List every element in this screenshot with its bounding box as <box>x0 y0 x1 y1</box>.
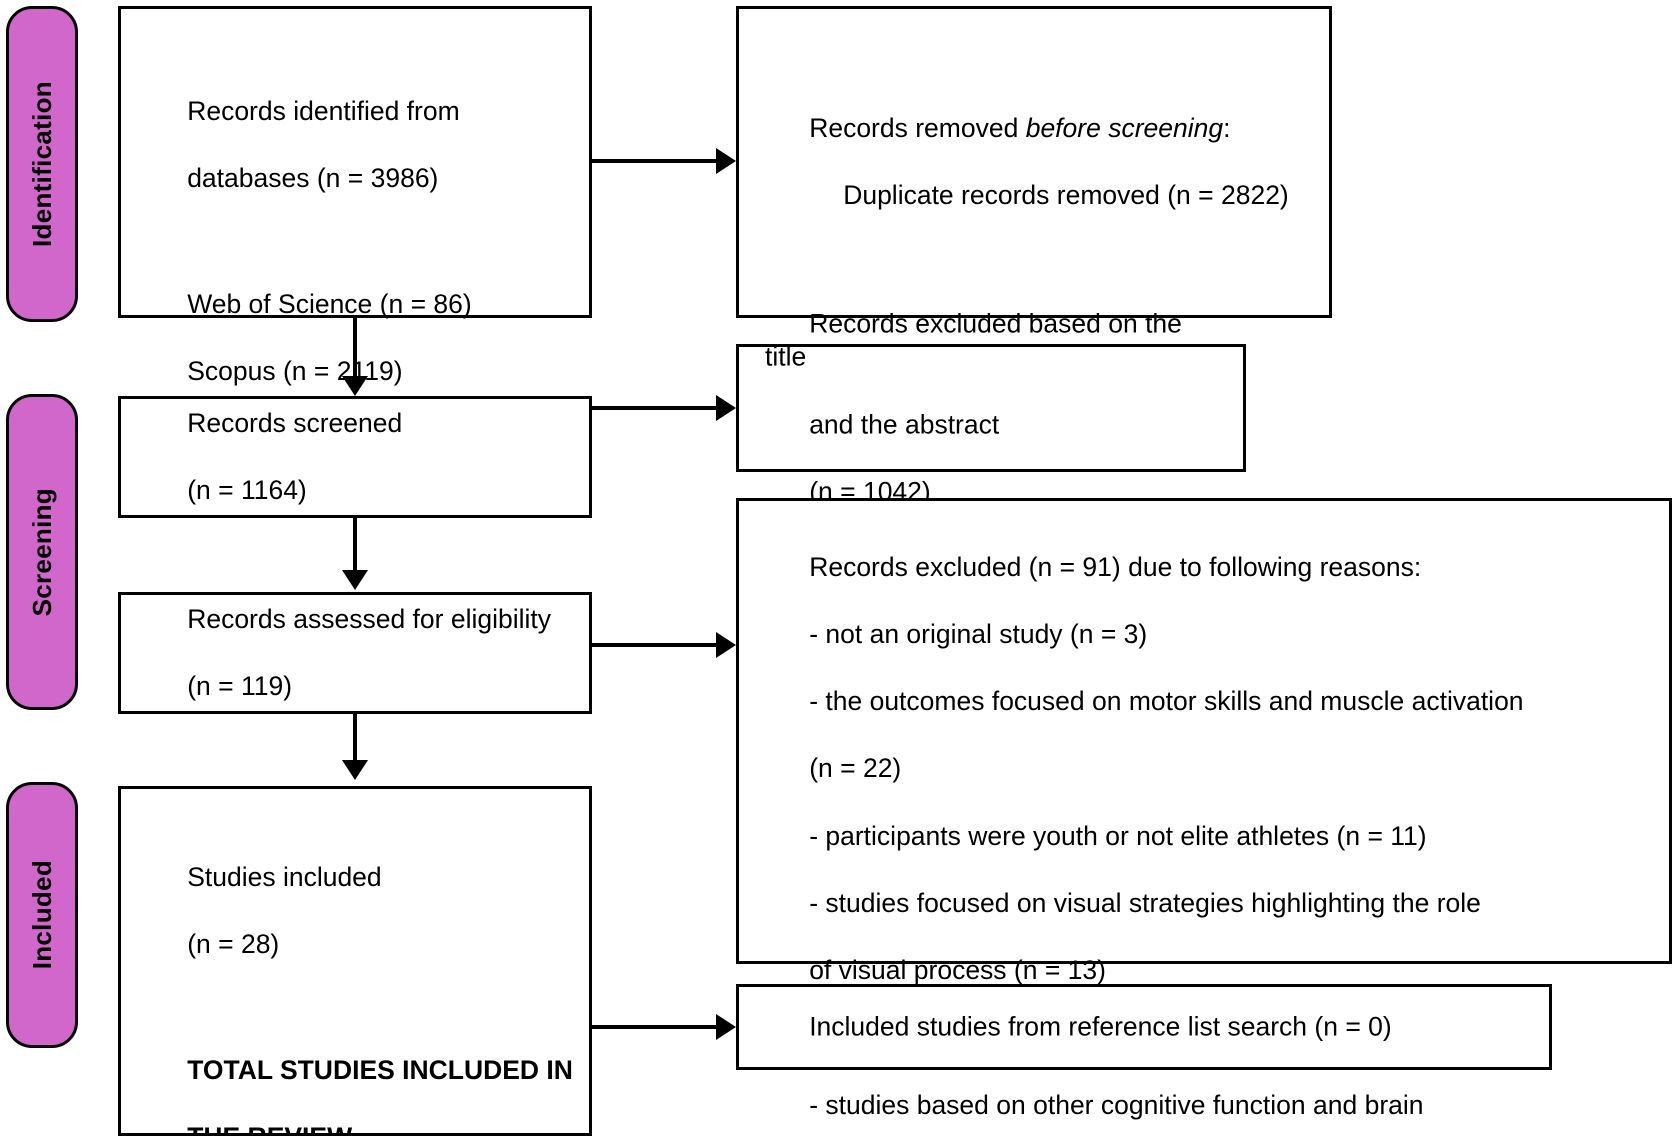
arrow-screened-to-excluded-title <box>716 395 736 421</box>
reference-list-line1: Included studies from reference list sea… <box>809 1011 1392 1042</box>
studies-included-total-line1: TOTAL STUDIES INCLUDED IN <box>187 1055 573 1086</box>
connector-assessed-to-excluded-reasons <box>592 643 718 647</box>
box-reference-list-search: Included studies from reference list sea… <box>736 984 1552 1070</box>
connector-identified-to-screened <box>353 318 357 384</box>
box-records-excluded-reasons: Records excluded (n = 91) due to followi… <box>736 498 1672 1120</box>
stage-screening: Screening <box>6 394 78 710</box>
connector-screened-to-excluded-title <box>592 406 718 410</box>
box-studies-included-text: Studies included (n = 28) TOTAL STUDIES … <box>143 827 575 1136</box>
stage-included: Included <box>6 782 78 1048</box>
connector-identified-to-removed <box>592 159 718 163</box>
excluded-reasons-heading: Records excluded (n = 91) due to followi… <box>809 551 1422 582</box>
excluded-reason-0: - not an original study (n = 3) <box>809 618 1148 649</box>
box-records-screened: Records screened (n = 1164) <box>118 396 592 518</box>
records-identified-line2: databases (n = 3986) <box>187 162 439 193</box>
connector-assessed-to-included <box>353 714 357 770</box>
excluded-title-line1: Records excluded based on the title <box>765 308 1190 372</box>
arrow-screened-to-assessed <box>342 570 368 590</box>
studies-included-line2: (n = 28) <box>187 928 280 959</box>
arrow-assessed-to-included <box>342 760 368 780</box>
records-removed-colon: : <box>1223 112 1231 143</box>
connector-included-to-reference-list <box>592 1025 718 1029</box>
box-records-screened-text: Records screened (n = 1164) <box>143 373 575 541</box>
studies-included-line1: Studies included <box>187 861 382 892</box>
stage-identification-label: Identification <box>26 81 57 247</box>
box-reference-list-search-text: Included studies from reference list sea… <box>765 977 1535 1078</box>
box-records-assessed: Records assessed for eligibility (n = 11… <box>118 592 592 714</box>
arrow-identified-to-screened <box>342 376 368 396</box>
excluded-reason-2: (n = 22) <box>809 753 902 784</box>
records-assessed-line1: Records assessed for eligibility <box>187 603 551 634</box>
excluded-reason-5: of visual process (n = 13) <box>809 955 1106 986</box>
box-studies-included: Studies included (n = 28) TOTAL STUDIES … <box>118 786 592 1136</box>
box-records-excluded-title: Records excluded based on the title and … <box>736 308 1246 506</box>
excluded-reason-4: - studies focused on visual strategies h… <box>809 888 1481 919</box>
records-removed-emphasis: before screening <box>1025 112 1224 143</box>
excluded-reason-3: - participants were youth or not elite a… <box>809 820 1427 851</box>
box-records-excluded-reasons-text: Records excluded (n = 91) due to followi… <box>765 517 1661 1136</box>
records-screened-line2: (n = 1164) <box>187 474 307 505</box>
studies-included-total-line2: THE REVIEW <box>187 1122 352 1136</box>
excluded-title-line2: and the abstract <box>809 409 1000 439</box>
arrow-identified-to-removed <box>716 148 736 174</box>
excluded-reason-7: - studies based on other cognitive funct… <box>809 1089 1424 1120</box>
box-records-assessed-text: Records assessed for eligibility (n = 11… <box>143 569 575 737</box>
excluded-reason-1: - the outcomes focused on motor skills a… <box>809 686 1524 717</box>
connector-screened-to-assessed <box>353 518 357 580</box>
records-identified-line4: Scopus (n = 2119) <box>187 356 403 387</box>
records-removed-lead: Records removed <box>809 112 1026 143</box>
records-identified-line1: Records identified from <box>187 95 460 126</box>
stage-screening-label: Screening <box>26 487 57 617</box>
stage-included-label: Included <box>26 860 57 970</box>
arrow-included-to-reference-list <box>716 1014 736 1040</box>
records-assessed-line2: (n = 119) <box>187 670 293 701</box>
box-records-removed: Records removed before screening: Duplic… <box>736 6 1332 318</box>
records-screened-line1: Records screened <box>187 407 403 438</box>
stage-identification: Identification <box>6 6 78 322</box>
box-records-identified: Records identified from databases (n = 3… <box>118 6 592 454</box>
box-records-removed-text: Records removed before screening: Duplic… <box>765 78 1315 246</box>
records-removed-detail: Duplicate records removed (n = 2822) <box>843 179 1289 210</box>
records-identified-line3: Web of Science (n = 86) <box>187 289 472 320</box>
arrow-assessed-to-excluded-reasons <box>716 632 736 658</box>
